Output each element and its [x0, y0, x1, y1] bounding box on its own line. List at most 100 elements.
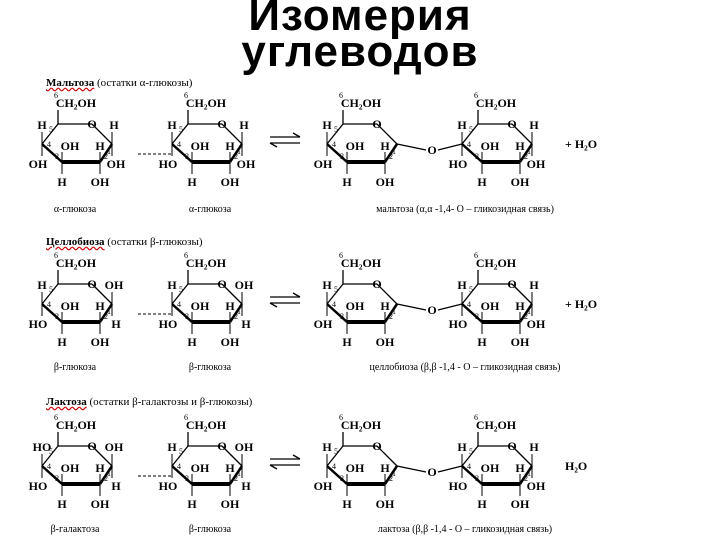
equilibrium-arrow-icon	[269, 454, 301, 470]
carbon-number-1: 1	[237, 307, 241, 316]
disaccharide-caption: лактоза (β,β -1,4 - О – гликозидная связ…	[378, 524, 552, 535]
carbon-number-4: 4	[467, 140, 471, 149]
ring-bond	[518, 143, 534, 163]
ring-bond	[41, 303, 63, 323]
ring-bond	[326, 123, 344, 145]
c2-h-label: H	[95, 139, 105, 153]
c1-up-label: OH	[235, 278, 254, 292]
water-label: + H₂O	[565, 137, 597, 151]
monomer-2-caption: β-глюкоза	[189, 362, 232, 373]
carbon-number-3: 3	[55, 312, 59, 321]
c1-up-label: H	[109, 118, 119, 132]
c4-down-label: OH	[314, 479, 333, 493]
ring-bond	[376, 123, 398, 145]
carbon-number-2: 2	[234, 474, 238, 483]
c3-oh-label: OH	[191, 139, 210, 153]
ch2oh-label: CH₂OH	[56, 256, 97, 270]
ch2oh-label: CH₂OH	[186, 256, 227, 270]
c4-up-label: H	[37, 118, 47, 132]
cellobiose-note: (остатки β-глюкозы)	[107, 236, 203, 248]
glycosidic-oxygen-label: O	[427, 303, 436, 317]
carbon-number-4: 4	[332, 462, 336, 471]
ring-bond	[228, 303, 244, 323]
c2-h-label: H	[515, 461, 525, 475]
c4-down-label: HO	[159, 157, 178, 171]
ring-bond	[91, 283, 113, 305]
c4-down-label: HO	[449, 157, 468, 171]
c3-h-label: H	[187, 335, 197, 349]
maltose-heading: Мальтоза (остатки α-глюкозы)	[46, 77, 192, 89]
c3-h-label: H	[57, 497, 67, 511]
arrow-back-head	[269, 464, 278, 470]
carbon-number-2: 2	[524, 312, 528, 321]
ring-bond	[461, 143, 483, 163]
ring-bond	[376, 445, 398, 467]
carbon-number-5: 5	[334, 285, 338, 294]
c4-down-label: HO	[159, 317, 178, 331]
maltose-name: Мальтоза	[46, 77, 95, 89]
slide-title-line-2: углеводов	[241, 27, 479, 76]
ch2oh-label: CH₂OH	[341, 256, 382, 270]
ring-bond	[326, 465, 348, 485]
c3-oh-label: OH	[61, 139, 80, 153]
c4-up-label: H	[322, 278, 332, 292]
carbon-number-5: 5	[179, 447, 183, 456]
c4-down-label: OH	[29, 157, 48, 171]
ring-bond	[511, 445, 533, 467]
ring-bond	[383, 143, 399, 163]
c4-down-label: HO	[159, 479, 178, 493]
ring-bond	[171, 283, 189, 305]
c1-down-label: OH	[527, 479, 546, 493]
glycosidic-bond	[396, 465, 427, 473]
carbon-number-6: 6	[54, 251, 58, 260]
c1-down-label: OH	[527, 317, 546, 331]
monomer-1-caption: β-глюкоза	[54, 362, 97, 373]
ring-bond	[41, 123, 59, 145]
carbon-number-2: 2	[389, 312, 393, 321]
c4-down-label: OH	[314, 317, 333, 331]
ring-bond	[171, 143, 193, 163]
carbon-number-6: 6	[474, 413, 478, 422]
c2-oh-label: OH	[511, 175, 530, 189]
c1-up-label: H	[529, 440, 539, 454]
c2-oh-label: OH	[511, 335, 530, 349]
ring-bond	[518, 303, 534, 323]
maltose-note: (остатки α-глюкозы)	[96, 77, 193, 89]
ring-bond	[461, 303, 483, 323]
ring-bond	[383, 303, 399, 323]
ring-bond	[98, 303, 114, 323]
carbon-number-1: 1	[392, 147, 396, 156]
c1-up-label: H	[239, 118, 249, 132]
carbon-number-6: 6	[54, 413, 58, 422]
carbon-number-1: 1	[527, 307, 531, 316]
c2-oh-label: OH	[91, 175, 110, 189]
ring-bond	[221, 123, 243, 145]
ring-oxygen-label: O	[87, 439, 96, 453]
carbon-number-4: 4	[177, 462, 181, 471]
ring-oxygen-label: O	[87, 277, 96, 291]
c1-up-label: H	[529, 278, 539, 292]
carbon-number-1: 1	[392, 469, 396, 478]
ring-bond	[461, 445, 479, 467]
arrow-forward-head	[292, 454, 301, 460]
ring-bond	[326, 283, 344, 305]
ring-bond	[171, 445, 189, 467]
equilibrium-arrow-icon	[269, 132, 301, 148]
carbon-number-6: 6	[474, 91, 478, 100]
monomer-2-caption: β-глюкоза	[189, 524, 232, 535]
c3-oh-label: OH	[61, 461, 80, 475]
ch2oh-label: CH₂OH	[476, 418, 517, 432]
glycosidic-oxygen-label: O	[427, 465, 436, 479]
c4-up-label: H	[322, 118, 332, 132]
carbon-number-6: 6	[339, 413, 343, 422]
c3-h-label: H	[342, 497, 352, 511]
carbon-number-3: 3	[185, 152, 189, 161]
c1-down-label: H	[241, 317, 251, 331]
ring-oxygen-label: O	[372, 439, 381, 453]
ring-bond	[461, 123, 479, 145]
slide-title-line-1: Изомерия	[248, 0, 472, 40]
carbon-number-1: 1	[107, 147, 111, 156]
